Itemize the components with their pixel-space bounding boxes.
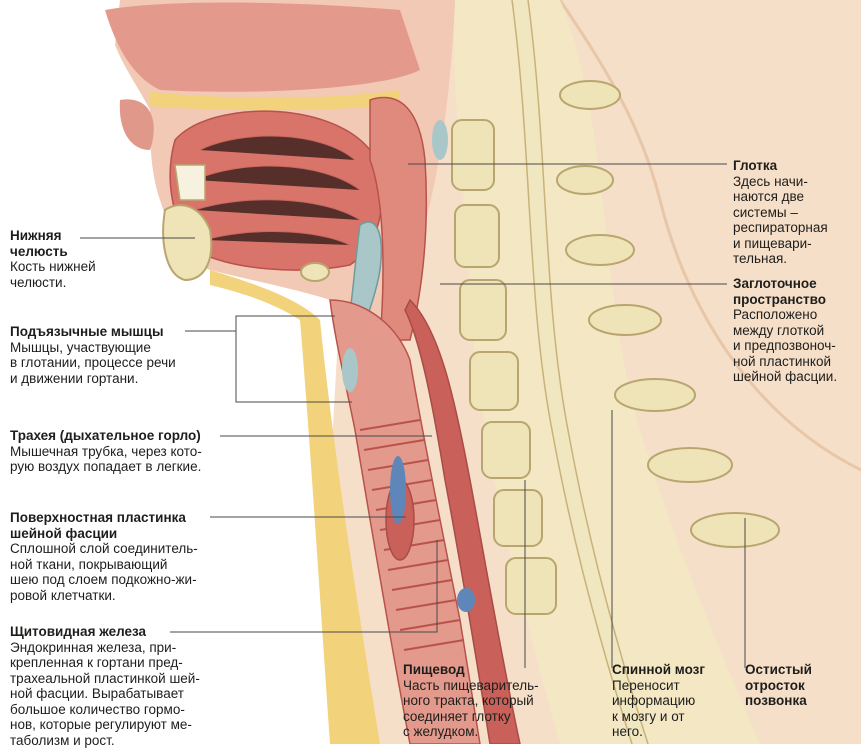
hyoid-bone [301, 263, 329, 281]
label-fascia-desc: Сплошной слой соединитель- ной ткани, по… [10, 541, 210, 603]
label-esophagus: Пищевод Часть пищеваритель- ного тракта,… [403, 662, 563, 740]
label-spinous-process: Остистый отросток позвонка [745, 662, 855, 709]
blood-vessel [390, 456, 406, 524]
label-pharynx-title: Глотка [733, 158, 858, 174]
label-hyoid-muscles-title: Подъязычные мышцы [10, 324, 190, 340]
label-pharynx: Глотка Здесь начи- наются две системы – … [733, 158, 858, 267]
label-fascia-title: Поверхностная пластинка шейной фасции [10, 510, 210, 541]
label-mandible-desc: Кость нижней челюсти. [10, 259, 160, 290]
label-thyroid-desc: Эндокринная железа, при- крепленная к го… [10, 640, 210, 748]
label-esophagus-title: Пищевод [403, 662, 563, 678]
vertebra-1 [452, 120, 494, 190]
teeth [175, 165, 205, 200]
nasal-cavity [105, 3, 420, 92]
cartilage-piece [342, 348, 358, 392]
label-mandible-title: Нижняя челюсть [10, 228, 160, 259]
label-thyroid: Щитовидная железа Эндокринная железа, пр… [10, 624, 210, 748]
label-retropharyngeal-space-desc: Расположено между глоткой и предпозвоноч… [733, 307, 858, 385]
vertebra-3 [460, 280, 506, 340]
label-spinal-cord: Спинной мозг Переносит информацию к мозг… [612, 662, 722, 740]
label-fascia: Поверхностная пластинка шейной фасции Сп… [10, 510, 210, 603]
label-spinal-cord-desc: Переносит информацию к мозгу и от него. [612, 678, 722, 740]
label-thyroid-title: Щитовидная железа [10, 624, 210, 640]
label-trachea: Трахея (дыхательное горло) Мышечная труб… [10, 428, 240, 475]
vertebra-7 [506, 558, 556, 614]
label-mandible: Нижняя челюсть Кость нижней челюсти. [10, 228, 160, 290]
vertebra-4 [470, 352, 518, 410]
label-hyoid-muscles: Подъязычные мышцы Мышцы, участвующие в г… [10, 324, 190, 386]
label-spinal-cord-title: Спинной мозг [612, 662, 722, 678]
label-hyoid-muscles-desc: Мышцы, участвующие в глотании, процессе … [10, 340, 190, 387]
leader-hyoid-2 [236, 331, 352, 402]
label-trachea-desc: Мышечная трубка, через кото- рую воздух … [10, 444, 240, 475]
vertebra-2 [455, 205, 499, 267]
label-spinous-process-title: Остистый отросток позвонка [745, 662, 855, 709]
label-pharynx-desc: Здесь начи- наются две системы – респира… [733, 174, 858, 267]
vertebra-6 [494, 490, 542, 546]
label-retropharyngeal-space-title: Заглоточное пространство [733, 276, 858, 307]
vertebra-5 [482, 422, 530, 478]
cartilage-piece [432, 120, 448, 160]
label-esophagus-desc: Часть пищеваритель- ного тракта, который… [403, 678, 563, 740]
label-retropharyngeal-space: Заглоточное пространство Расположено меж… [733, 276, 858, 385]
blood-vessel [457, 588, 475, 612]
label-trachea-title: Трахея (дыхательное горло) [10, 428, 240, 444]
